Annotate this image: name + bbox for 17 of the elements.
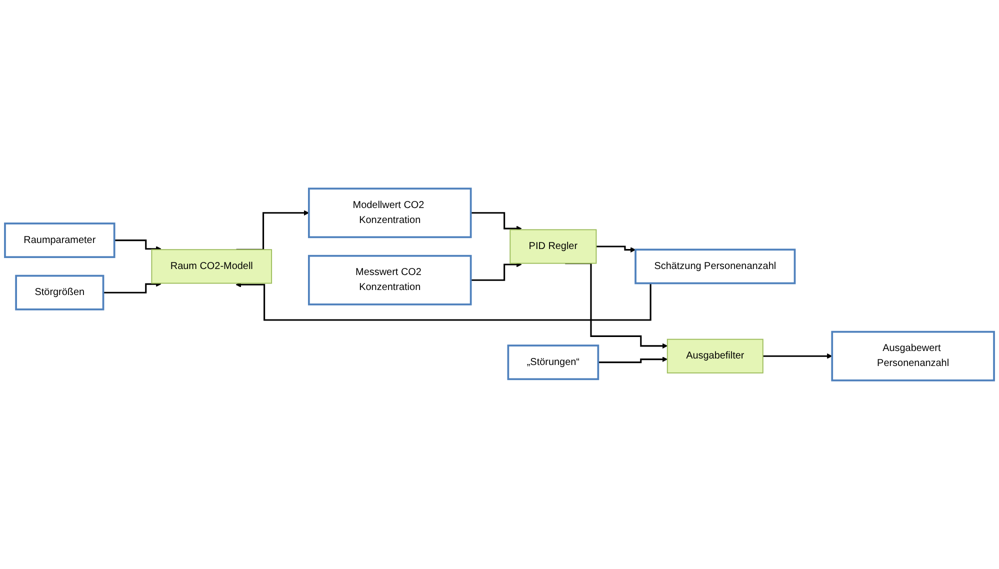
node-box: „Störungen“	[507, 344, 600, 380]
arrow	[103, 281, 162, 294]
node-box: PID Regler	[510, 229, 597, 264]
arrow	[762, 353, 832, 359]
node-box: Modellwert CO2 Konzentration	[308, 188, 472, 238]
arrow	[470, 212, 522, 232]
node-box: Raum CO2-Modell	[151, 249, 272, 284]
node-box: Störgrößen	[15, 274, 104, 310]
node-box: Messwert CO2 Konzentration	[308, 254, 472, 306]
node-box: Ausgabefilter	[666, 338, 764, 374]
arrow	[598, 356, 668, 364]
arrow	[470, 262, 522, 281]
arrow	[114, 240, 162, 252]
node-box: Ausgabewert Personenanzahl	[831, 330, 995, 382]
arrow	[596, 246, 636, 253]
node-box: Raumparameter	[4, 222, 116, 258]
node-box: Schätzung Personenanzahl	[634, 248, 796, 284]
